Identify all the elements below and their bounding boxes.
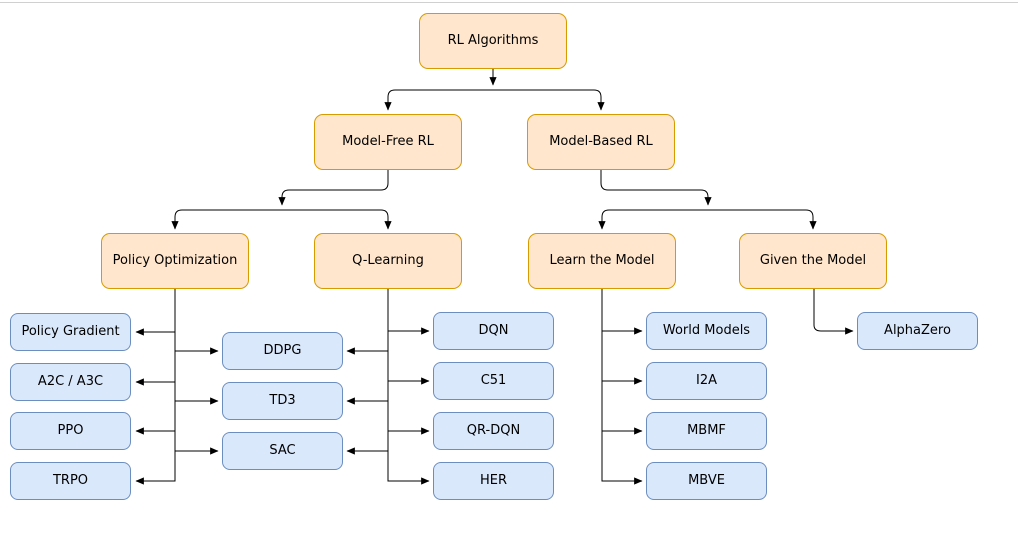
node-policy-gradient: Policy Gradient [10,313,131,351]
node-c51: C51 [433,362,554,400]
node-given-the-model: Given the Model [739,233,887,289]
top-divider [0,2,1018,3]
edge-model-based-bus [598,209,817,230]
node-qr-dqn: QR-DQN [433,412,554,450]
node-trpo: TRPO [10,462,131,500]
node-a2c-a3c: A2C / A3C [10,363,131,401]
node-i2a: I2A [646,362,767,400]
edge-model-free-stem [278,170,389,206]
node-policy-optimization: Policy Optimization [101,233,249,289]
node-ppo: PPO [10,412,131,450]
node-world-models: World Models [646,312,767,350]
node-model-based-rl: Model-Based RL [527,114,675,170]
node-ddpg: DDPG [222,332,343,370]
edge-po-trunk-trpo [135,289,176,485]
edge-model-based-stem [600,170,712,206]
node-mbmf: MBMF [646,412,767,450]
edge-lm-trunk-mbve [601,289,643,485]
node-learn-the-model: Learn the Model [528,233,676,289]
node-mbve: MBVE [646,462,767,500]
edge-ql-trunk-her [387,289,430,485]
node-td3: TD3 [222,382,343,420]
node-rl-algorithms: RL Algorithms [419,13,567,69]
node-alphazero: AlphaZero [857,312,978,350]
edge-model-free-bus [171,209,392,230]
edge-gm-alphazero [813,289,854,335]
node-dqn: DQN [433,312,554,350]
node-q-learning: Q-Learning [314,233,462,289]
edge-root-bus [384,89,605,111]
node-sac: SAC [222,432,343,470]
node-model-free-rl: Model-Free RL [314,114,462,170]
node-her: HER [433,462,554,500]
